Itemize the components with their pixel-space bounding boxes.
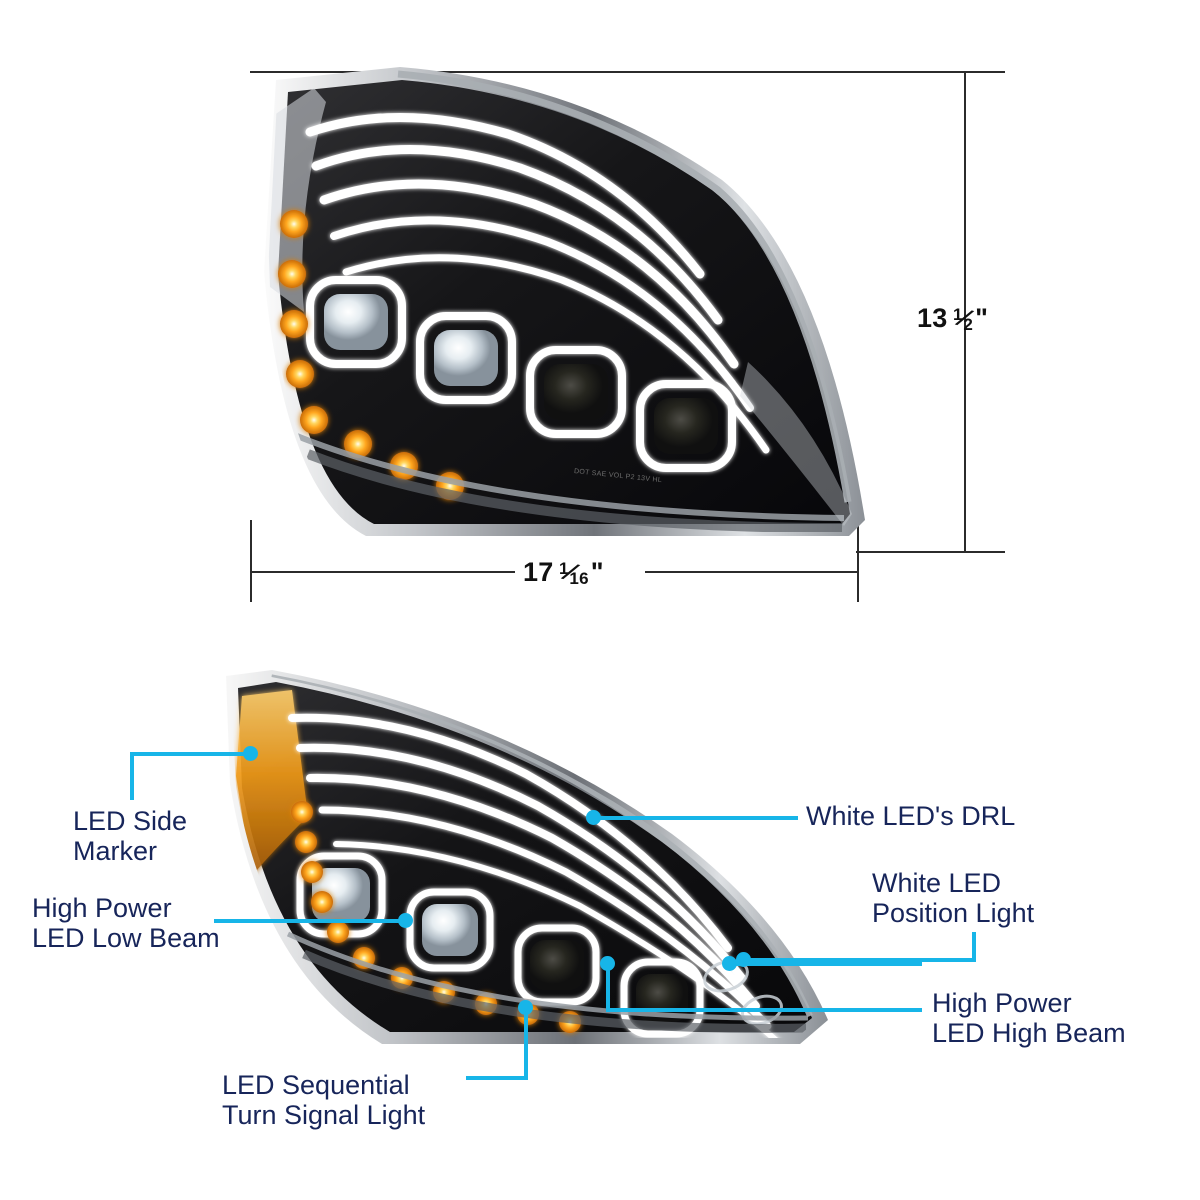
housing-body-angled: [238, 682, 812, 1032]
projector-low-beam-1: [306, 276, 406, 368]
drl-light-bars: [305, 113, 770, 454]
bottom-chrome-rail: [290, 431, 845, 521]
leader-dot-side-marker: [243, 746, 258, 761]
callout-white-led-drl: White LED's DRL: [806, 801, 1016, 831]
dim-width-line-right: [645, 571, 858, 573]
dimension-height-label: 13 1⁄2": [917, 303, 989, 334]
lens-corner: [268, 88, 326, 312]
leader-line-high-beam-v: [606, 962, 610, 1012]
projector-high-beam-2: [636, 380, 736, 472]
projector-high-beam-1: [526, 346, 626, 438]
projector-low-beam-2-angled: [406, 888, 494, 972]
dim-top-extension: [250, 71, 1005, 73]
dim-left-extension: [250, 520, 252, 602]
leader-line-turn-signal-h: [466, 1076, 528, 1080]
leader-line-position-light-v: [972, 932, 976, 960]
leader-line-side-marker-v: [130, 752, 134, 800]
dim-width-line-left: [250, 571, 515, 573]
callout-high-power-high-beam: High Power LED High Beam: [932, 988, 1126, 1049]
leader-line-high-beam-h2: [730, 962, 922, 966]
dimension-width-label: 17 1⁄16": [523, 557, 604, 588]
led-side-marker-panel: [236, 690, 308, 876]
headlight-assembly-front: DOT SAE VOL P2 13V HL: [248, 62, 868, 562]
callout-white-led-position: White LED Position Light: [872, 868, 1035, 929]
callout-led-turn-signal: LED Sequential Turn Signal Light: [222, 1070, 426, 1131]
headlight-svg-angled: [226, 670, 828, 1044]
bottom-shadow-rail: [306, 449, 843, 532]
bottom-chrome-rail-angled: [286, 931, 809, 1021]
dim-height-line: [964, 71, 966, 553]
leader-dot-low-beam: [398, 913, 413, 928]
callout-led-side-marker: LED Side Marker: [73, 806, 188, 867]
headlight-svg-front: [264, 67, 865, 536]
leader-line-high-beam-h1: [606, 1008, 922, 1012]
dim-right-extension: [857, 495, 859, 602]
projector-high-beam-1-angled: [514, 924, 600, 1006]
turn-signal-led-strip: [278, 210, 464, 500]
leader-line-drl: [592, 816, 798, 820]
headlight-assembly-angled: [196, 666, 836, 1086]
projector-modules: [306, 276, 736, 472]
leader-line-position-light-h: [744, 958, 976, 962]
callout-high-power-low-beam: High Power LED Low Beam: [32, 893, 220, 954]
leader-line-low-beam: [214, 919, 404, 923]
projector-low-beam-2: [416, 312, 516, 404]
dim-bottom-extension: [856, 551, 1005, 553]
leader-line-turn-signal-v: [524, 1006, 528, 1080]
drl-light-bars-angled: [288, 713, 781, 1038]
leader-dot-high-beam-b: [722, 956, 737, 971]
brow-chrome: [397, 70, 852, 503]
leader-line-side-marker-h: [130, 752, 248, 756]
lens-right-wedge: [740, 362, 852, 526]
